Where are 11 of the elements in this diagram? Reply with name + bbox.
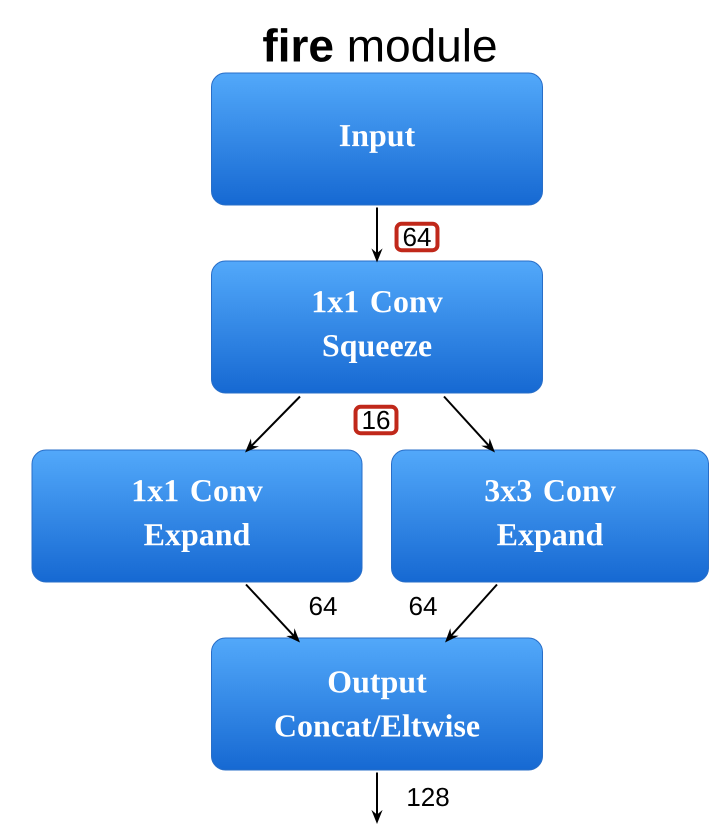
edge-label: 128	[403, 784, 453, 810]
edge-label: 64	[306, 594, 340, 618]
title: fire module	[263, 28, 496, 62]
edge-label: 64	[406, 594, 440, 618]
process-box: 3x3 Conv Expand	[391, 450, 709, 582]
process-box: 1x1 Conv Expand	[32, 450, 362, 582]
process-box: Input	[211, 72, 543, 206]
process-box: 1x1 Conv Squeeze	[211, 260, 543, 394]
edge-label: 64	[394, 222, 440, 252]
process-box: Output Concat/Eltwise	[211, 638, 543, 770]
channel-count: 16	[354, 404, 398, 436]
